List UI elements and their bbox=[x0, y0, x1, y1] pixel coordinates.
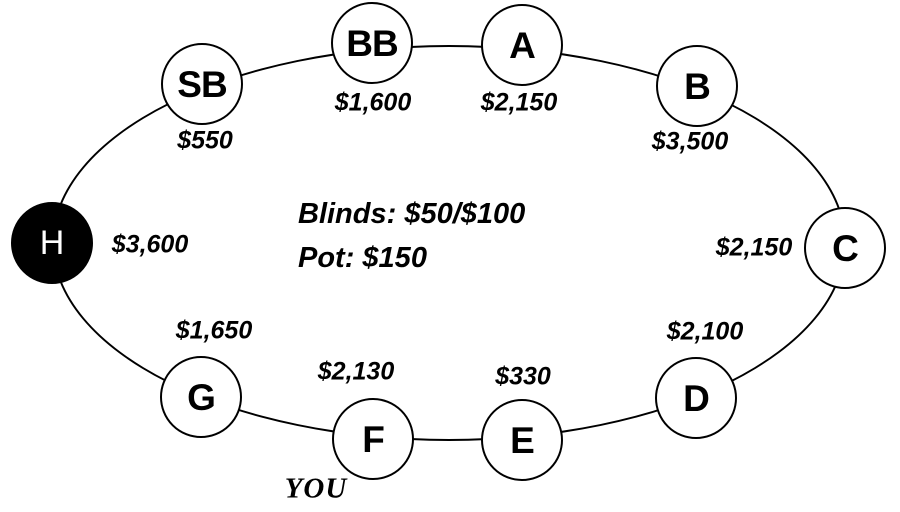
seat-letter-A: A bbox=[509, 24, 536, 66]
seat-letter-E: E bbox=[510, 419, 535, 461]
stack-label-H: $3,600 bbox=[111, 230, 189, 259]
pot-text: Pot: $150 bbox=[298, 242, 427, 274]
seat-letter-F: F bbox=[362, 418, 385, 460]
seat-E: E bbox=[481, 399, 563, 481]
you-label: YOU bbox=[284, 472, 348, 505]
stack-label-F: $2,130 bbox=[317, 357, 395, 386]
seat-G: G bbox=[160, 356, 242, 438]
seat-BB: BB bbox=[331, 2, 413, 84]
stack-label-BB: $1,600 bbox=[334, 88, 412, 117]
seat-letter-H: H bbox=[39, 224, 65, 262]
seat-C: C bbox=[804, 207, 886, 289]
stack-label-A: $2,150 bbox=[480, 88, 558, 117]
stack-label-C: $2,150 bbox=[715, 233, 793, 262]
seat-letter-C: C bbox=[832, 227, 859, 269]
stack-label-SB: $550 bbox=[177, 126, 233, 155]
stack-label-D: $2,100 bbox=[666, 317, 744, 346]
stack-label-E: $330 bbox=[495, 362, 551, 391]
seat-letter-B: B bbox=[684, 65, 711, 107]
seat-H: H bbox=[11, 202, 93, 284]
seat-letter-SB: SB bbox=[177, 63, 227, 105]
seat-letter-G: G bbox=[187, 376, 216, 418]
seat-A: A bbox=[481, 4, 563, 86]
seat-B: B bbox=[656, 45, 738, 127]
stack-label-B: $3,500 bbox=[651, 127, 729, 156]
seat-D: D bbox=[655, 357, 737, 439]
table-info: Blinds: $50/$100 Pot: $150 bbox=[298, 192, 525, 280]
stack-label-G: $1,650 bbox=[175, 316, 253, 345]
seat-SB: SB bbox=[161, 43, 243, 125]
seat-F: F bbox=[332, 398, 414, 480]
seat-letter-BB: BB bbox=[346, 22, 398, 64]
blinds-text: Blinds: $50/$100 bbox=[298, 198, 526, 230]
seat-letter-D: D bbox=[683, 377, 710, 419]
